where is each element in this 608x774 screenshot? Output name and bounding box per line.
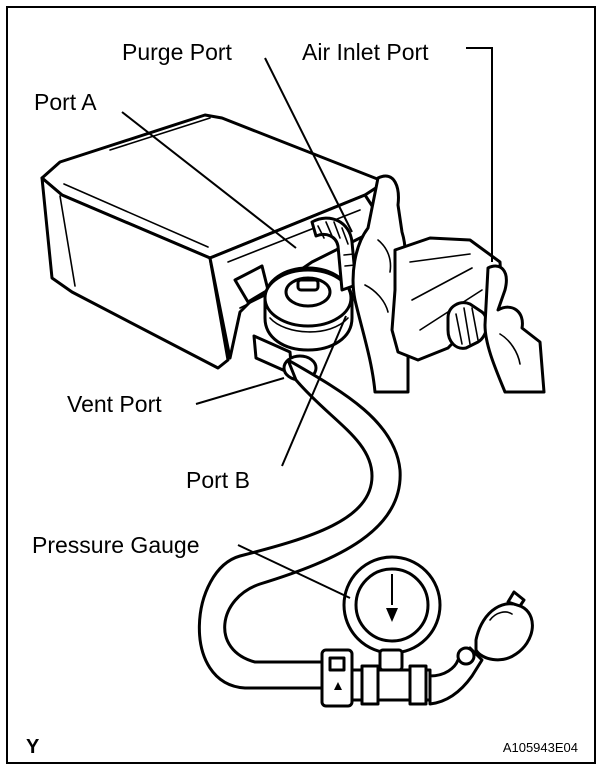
leader-purge-port (264, 57, 353, 233)
leader-lines (121, 47, 493, 599)
leader-port-a (121, 111, 297, 249)
leader-port-b (281, 315, 347, 467)
purge-hose-coil (310, 216, 358, 292)
corner-mark: Y (26, 736, 40, 758)
label-port-a: Port A (34, 89, 97, 115)
figure-code: A105943E04 (503, 740, 578, 755)
tee-fitting (320, 648, 432, 708)
pressure-gauge (342, 555, 442, 672)
label-air-inlet-port: Air Inlet Port (302, 39, 429, 65)
label-vent-port: Vent Port (67, 391, 162, 417)
figure-footer: Y A105943E04 (26, 736, 578, 758)
label-port-b: Port B (186, 467, 250, 493)
leader-pressure-gauge (237, 544, 351, 599)
label-purge-port: Purge Port (122, 39, 233, 65)
air-inlet-assembly (390, 236, 546, 394)
callout-labels: Purge Port Air Inlet Port Port A Vent Po… (32, 39, 429, 558)
label-pressure-gauge: Pressure Gauge (32, 532, 199, 558)
hand-pump (428, 590, 534, 706)
test-hose (197, 358, 402, 690)
leader-vent-port (195, 377, 285, 405)
leader-air-inlet-port (466, 47, 493, 262)
port-a-cap (263, 266, 354, 352)
